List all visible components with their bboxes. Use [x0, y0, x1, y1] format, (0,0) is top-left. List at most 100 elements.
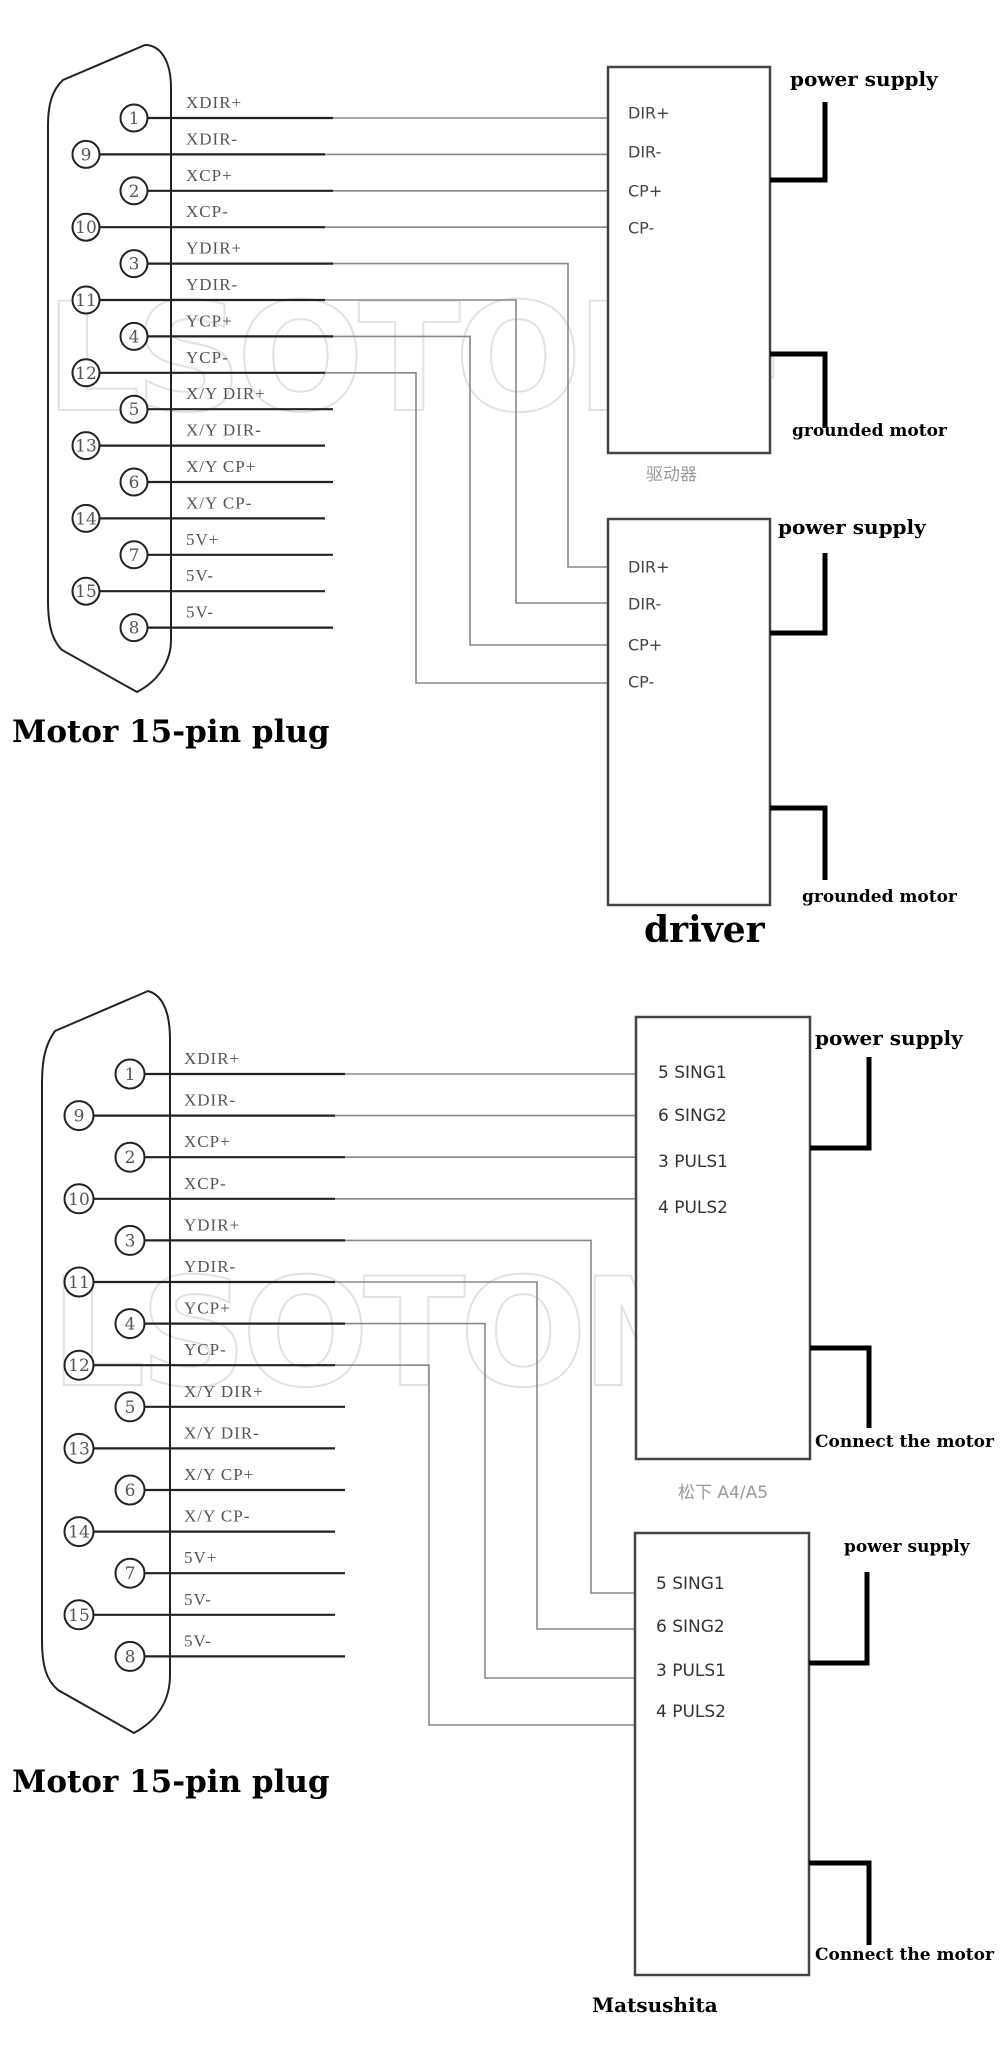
signal-label: YDIR+ [186, 239, 242, 258]
pin-circle [63, 1100, 95, 1132]
signal-label: YDIR+ [184, 1215, 240, 1234]
driver-title: driver [644, 909, 766, 951]
pin-number: 5 [125, 1398, 136, 1418]
terminal-label: 4 PULS2 [656, 1702, 726, 1722]
signal-label: X/Y CP- [184, 1507, 250, 1526]
signal-label: 5V- [186, 566, 214, 585]
motor-label: Connect the motor [815, 1432, 995, 1452]
connector-pin: 13 [63, 1432, 95, 1464]
pin-circle [114, 1557, 146, 1589]
pin-circle [119, 249, 149, 279]
connector-outline [47, 43, 172, 694]
signal-label: 5V- [184, 1631, 212, 1650]
driver-a-box [634, 1015, 812, 1461]
connector-outline [41, 989, 171, 1735]
connector-pin: 9 [63, 1100, 95, 1132]
pin-number: 3 [125, 1231, 136, 1251]
driver-b-box [633, 1531, 811, 1977]
terminal-label: DIR+ [628, 558, 670, 577]
pin-number: 14 [75, 509, 97, 529]
power-supply-label: power supply [790, 67, 939, 91]
signal-wire [325, 299, 608, 604]
pin-number: 7 [129, 546, 140, 566]
diagram-1: LSOTOM- XDIR+XDIR-XCP+XCP-YDIR+YDIR-YCP+… [12, 43, 958, 951]
signal-label: XDIR+ [184, 1049, 240, 1068]
pin-circle [71, 431, 101, 461]
driver-caption: 松下 A4/A5 [678, 1483, 768, 1503]
terminal-label: CP+ [628, 636, 662, 655]
signal-wire [345, 1239, 636, 1594]
pin-number: 14 [68, 1523, 90, 1543]
pin-number: 5 [129, 400, 140, 420]
signal-wire [333, 262, 608, 568]
connector-pin: 3 [119, 249, 149, 279]
connector-pin: 8 [114, 1640, 146, 1672]
pin-number: 4 [125, 1315, 136, 1335]
power-supply-lead [809, 1572, 870, 1666]
terminal-label: 3 PULS1 [658, 1152, 728, 1172]
connector-pin: 6 [114, 1474, 146, 1506]
pin-circle [71, 285, 101, 315]
signal-label: YCP- [186, 348, 229, 367]
pin-number: 12 [68, 1356, 90, 1376]
connector-pin: 13 [71, 431, 101, 461]
signal-label: XCP- [184, 1174, 227, 1193]
signal-label: XDIR- [186, 129, 238, 148]
pin-circle [63, 1183, 95, 1215]
pin-number: 6 [129, 473, 140, 493]
connector-pin: 8 [119, 613, 149, 643]
signal-label: YDIR- [184, 1257, 236, 1276]
connector-pin: 14 [71, 503, 101, 533]
motor-label: grounded motor [792, 421, 948, 441]
diagram-2: LSOTOM- XDIR+XDIR-XCP+XCP-YDIR+YDIR-YCP+… [12, 989, 995, 2017]
driver-caption: Matsushita [592, 1993, 718, 2017]
connector-title: Motor 15-pin plug [12, 714, 330, 750]
connector-title: Motor 15-pin plug [12, 1764, 330, 1800]
signal-wire [335, 1281, 636, 1630]
connector-pin: 5 [114, 1391, 146, 1423]
driver-a-box [606, 65, 772, 455]
pin-circle [63, 1599, 95, 1631]
pin-number: 4 [129, 327, 140, 347]
motor-lead [810, 1345, 872, 1428]
pin-circle [114, 1640, 146, 1672]
power-supply-label: power supply [844, 1537, 971, 1557]
connector-15-pin [47, 43, 172, 694]
pin-number: 8 [129, 619, 140, 639]
pin-number: 1 [125, 1065, 136, 1085]
pin-circle [71, 139, 101, 169]
connector-pin: 12 [71, 358, 101, 388]
pin-number: 6 [125, 1481, 136, 1501]
connector-pin: 10 [71, 212, 101, 242]
driver-b: DIR+ DIR- CP+ CP- power supply grounded … [606, 515, 958, 907]
pin-number: 8 [125, 1647, 136, 1667]
matsushita-driver: 5 SING1 6 SING2 3 PULS1 4 PULS2 power su… [592, 1531, 995, 2017]
pin-circle [119, 103, 149, 133]
pin-circle [63, 1516, 95, 1548]
pin-circle [119, 394, 149, 424]
pin-number: 7 [125, 1564, 136, 1584]
motor-lead [770, 351, 828, 428]
pin-circle [71, 503, 101, 533]
pin-circle [114, 1224, 146, 1256]
pin-number: 1 [129, 109, 140, 129]
pin-circle [63, 1349, 95, 1381]
connector-pin: 3 [114, 1224, 146, 1256]
terminal-label: 5 SING1 [658, 1063, 727, 1083]
signal-wire [335, 1364, 636, 1726]
terminal-label: 6 SING2 [656, 1617, 725, 1637]
terminal-label: CP- [628, 219, 654, 238]
pin-circle [63, 1266, 95, 1298]
motor-lead [770, 805, 828, 880]
pin-number: 10 [68, 1190, 90, 1210]
power-supply-lead [810, 1057, 872, 1151]
signal-wires: XDIR+XDIR-XCP+XCP-YDIR+YDIR-YCP+YCP-X/Y … [93, 1049, 636, 1726]
pin-number: 11 [75, 291, 97, 311]
pin-number: 2 [129, 182, 140, 202]
connector-pin: 12 [63, 1349, 95, 1381]
terminal-label: 3 PULS1 [656, 1661, 726, 1681]
signal-label: X/Y CP+ [186, 457, 256, 476]
pin-number: 9 [74, 1107, 85, 1127]
